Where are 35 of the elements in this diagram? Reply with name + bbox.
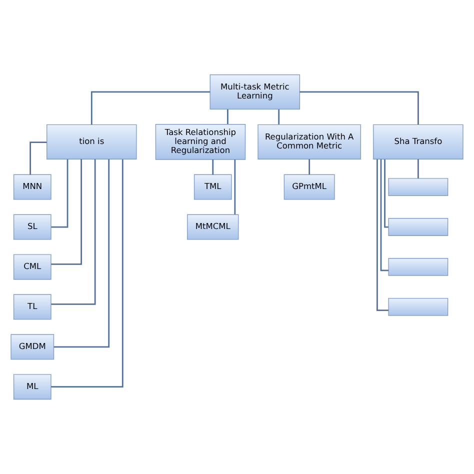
connector xyxy=(51,159,68,228)
node-box: TML xyxy=(194,174,232,200)
node-box: Regularization With A Common Metric xyxy=(258,124,362,160)
node-box: Sha Transfo xyxy=(373,124,464,160)
node-box xyxy=(388,178,448,196)
connector xyxy=(54,159,110,348)
node-box: Multi-task Metric Learning xyxy=(210,74,300,110)
node-box xyxy=(388,218,448,236)
connector xyxy=(51,159,82,265)
node-box: GPmtML xyxy=(284,174,335,200)
connector xyxy=(51,159,96,305)
node-box: ML xyxy=(13,374,52,400)
connector xyxy=(380,159,389,272)
node-box: CML xyxy=(13,254,52,280)
connector xyxy=(418,159,419,178)
node-box: tion is xyxy=(46,124,137,160)
node-box: SL xyxy=(13,214,52,240)
connector xyxy=(384,159,388,228)
node-box: TL xyxy=(13,294,52,320)
connector xyxy=(234,160,236,214)
connector xyxy=(212,160,214,175)
connector xyxy=(376,159,388,312)
connector xyxy=(308,159,310,174)
node-box: MtMCML xyxy=(187,214,239,240)
connector xyxy=(278,109,280,124)
node-box: Task Relationship learning and Regularization xyxy=(155,124,246,160)
connector xyxy=(227,109,228,124)
connector xyxy=(300,91,419,124)
node-box xyxy=(388,258,448,276)
node-box: GMDM xyxy=(10,334,54,360)
connector xyxy=(90,91,210,124)
connector xyxy=(51,159,124,388)
connector xyxy=(30,142,47,175)
node-box xyxy=(388,298,448,316)
node-box: MNN xyxy=(13,174,52,200)
